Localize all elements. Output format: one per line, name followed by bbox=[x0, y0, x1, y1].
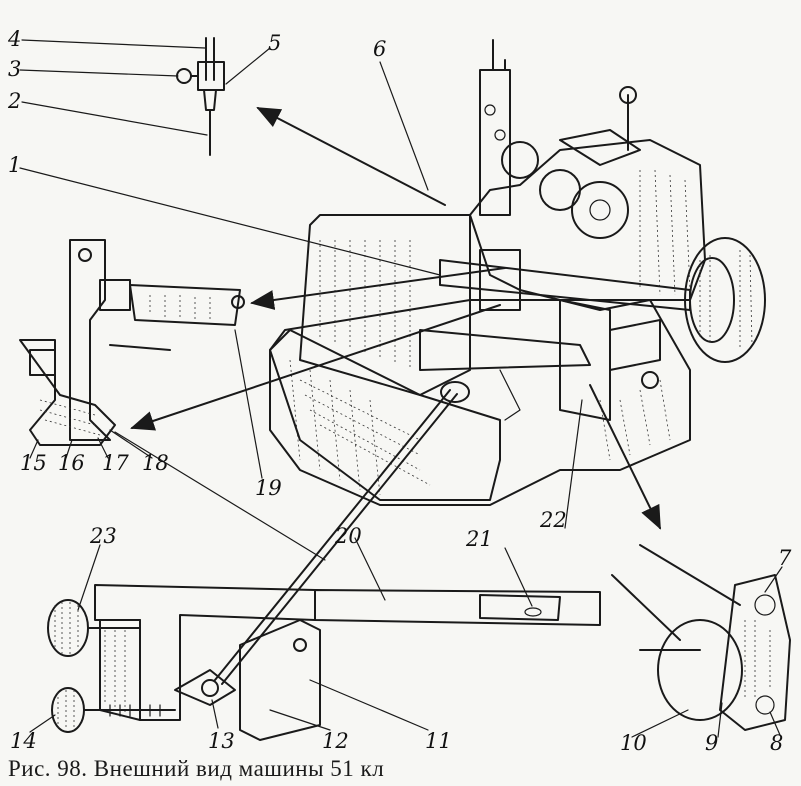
part-label-10: 10 bbox=[620, 731, 647, 755]
machine-body bbox=[269, 39, 766, 506]
part-label-7: 7 bbox=[778, 546, 792, 570]
part-label-13: 13 bbox=[208, 729, 235, 753]
part-label-15: 15 bbox=[20, 451, 47, 475]
part-label-12: 12 bbox=[322, 729, 349, 753]
part-label-23: 23 bbox=[89, 524, 117, 548]
part-label-3: 3 bbox=[8, 57, 21, 81]
part-label-18: 18 bbox=[142, 451, 169, 475]
part-label-9: 9 bbox=[705, 731, 718, 755]
part-label-2: 2 bbox=[7, 89, 21, 113]
part-label-21: 21 bbox=[465, 527, 493, 551]
looper-detail bbox=[611, 544, 791, 731]
part-label-5: 5 bbox=[268, 31, 281, 55]
clamp-detail bbox=[47, 381, 601, 741]
arrows bbox=[130, 107, 661, 530]
part-label-8: 8 bbox=[770, 731, 783, 755]
part-label-6: 6 bbox=[373, 37, 386, 61]
presser-foot-detail bbox=[19, 239, 245, 446]
arrow-needle bbox=[256, 107, 446, 206]
part-labels: 4 3 5 2 6 1 7 15 16 17 18 19 23 20 21 22… bbox=[7, 27, 792, 755]
figure-caption: Рис. 98. Внешний вид машины 51 кл bbox=[8, 756, 385, 781]
part-label-1: 1 bbox=[8, 153, 21, 177]
part-label-20: 20 bbox=[334, 524, 362, 548]
part-label-19: 19 bbox=[255, 476, 282, 500]
arrow-looper bbox=[589, 384, 661, 530]
part-label-4: 4 bbox=[7, 27, 21, 51]
part-label-17: 17 bbox=[102, 451, 129, 475]
part-label-16: 16 bbox=[58, 451, 85, 475]
arrow-foot-bar bbox=[250, 267, 506, 310]
part-label-11: 11 bbox=[425, 729, 452, 753]
arrow-presser-foot bbox=[130, 304, 501, 431]
needle-detail bbox=[176, 37, 225, 156]
leader-lines bbox=[19, 39, 783, 738]
part-label-14: 14 bbox=[10, 729, 37, 753]
part-label-22: 22 bbox=[539, 508, 567, 532]
